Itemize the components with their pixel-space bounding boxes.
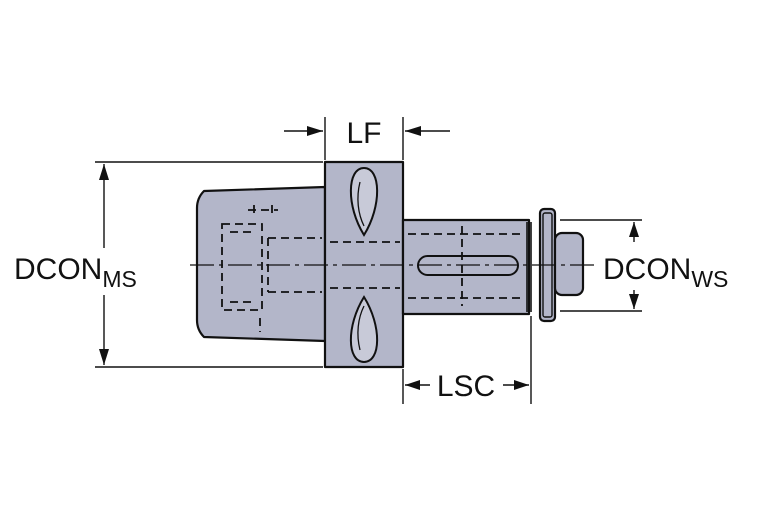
dcon-ws-label: DCONWS bbox=[603, 253, 728, 292]
lf-label: LF bbox=[346, 117, 381, 150]
screw-head bbox=[553, 231, 585, 297]
dcon-ms-main: DCON bbox=[14, 253, 102, 286]
hidden-lines bbox=[221, 205, 522, 332]
flange-drive-slots bbox=[349, 166, 379, 364]
lower-drive-slot bbox=[349, 295, 379, 364]
keyway-slot bbox=[417, 255, 519, 276]
dcon-ms-label: DCONMS bbox=[14, 253, 137, 292]
upper-drive-slot bbox=[349, 166, 379, 237]
lsc-label: LSC bbox=[437, 370, 495, 403]
arrowheads bbox=[99, 126, 639, 390]
dcon-ms-subscript: MS bbox=[102, 266, 137, 292]
dcon-ws-subscript: WS bbox=[691, 266, 728, 292]
machine-side-shank bbox=[195, 185, 327, 343]
dcon-ws-main: DCON bbox=[603, 253, 691, 286]
